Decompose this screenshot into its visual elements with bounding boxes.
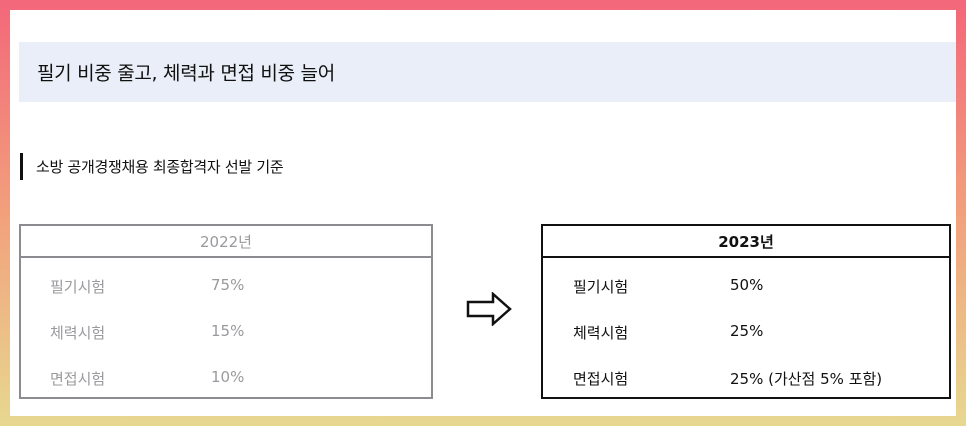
table-row: 면접시험 10% xyxy=(21,368,431,390)
row-label: 면접시험 xyxy=(573,370,629,388)
row-label: 체력시험 xyxy=(573,324,629,342)
right-arrow-icon xyxy=(466,292,512,326)
row-value: 50% xyxy=(730,276,764,294)
row-value: 25% (가산점 5% 포함) xyxy=(730,370,883,388)
headline: 필기 비중 줄고, 체력과 면접 비중 늘어 xyxy=(37,62,335,85)
table-2022: 2022년 필기시험 75% 체력시험 15% 면접시험 10% xyxy=(19,224,433,399)
section-title: 소방 공개경쟁채용 최종합격자 선발 기준 xyxy=(36,158,284,176)
table-row: 필기시험 50% xyxy=(543,276,949,298)
table-row: 필기시험 75% xyxy=(21,276,431,298)
row-label: 필기시험 xyxy=(50,278,106,296)
row-label: 체력시험 xyxy=(50,324,106,342)
table-row: 체력시험 25% xyxy=(543,322,949,344)
row-value: 25% xyxy=(730,322,764,340)
row-value: 15% xyxy=(211,322,245,340)
table-row: 체력시험 15% xyxy=(21,322,431,344)
headline-bar: 필기 비중 줄고, 체력과 면접 비중 늘어 xyxy=(19,42,956,102)
table-row: 면접시험 25% (가산점 5% 포함) xyxy=(543,368,949,390)
row-label: 필기시험 xyxy=(573,278,629,296)
content-panel: 필기 비중 줄고, 체력과 면접 비중 늘어 소방 공개경쟁채용 최종합격자 선… xyxy=(10,10,956,416)
table-2023: 2023년 필기시험 50% 체력시험 25% 면접시험 25% (가산점 5%… xyxy=(541,224,951,399)
row-label: 면접시험 xyxy=(50,370,106,388)
table-2022-header: 2022년 xyxy=(21,226,431,258)
table-2023-header: 2023년 xyxy=(543,226,949,258)
row-value: 75% xyxy=(211,276,245,294)
row-value: 10% xyxy=(211,368,245,386)
section-marker xyxy=(20,153,23,180)
